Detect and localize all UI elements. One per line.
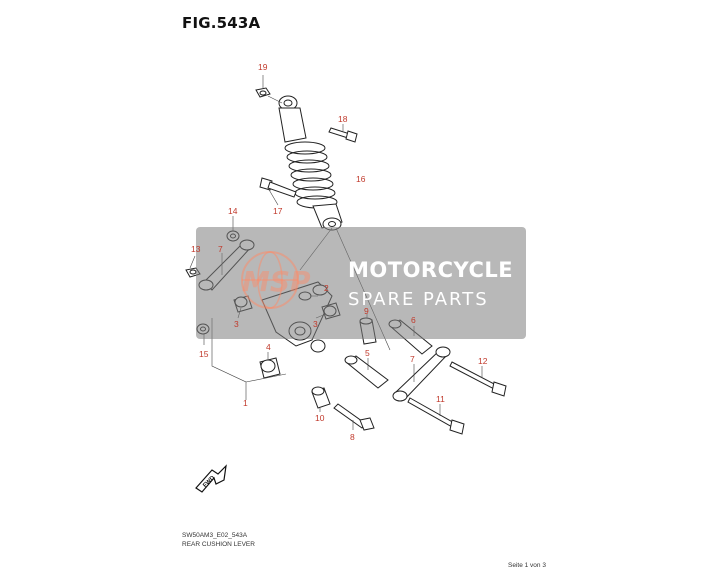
callout-1: 1: [243, 398, 248, 408]
figure-caption: REAR CUSHION LEVER: [182, 541, 255, 548]
callout-5: 5: [365, 348, 370, 358]
page-indicator: Seite 1 von 3: [508, 562, 546, 569]
spacer-10: [311, 386, 331, 409]
spacer-5: [344, 355, 389, 389]
callout-17: 17: [273, 206, 283, 216]
nut-19: [255, 87, 271, 98]
callout-7-left: 7: [218, 244, 223, 254]
bolt-18: [328, 127, 358, 143]
bolt-12: [449, 361, 507, 397]
callout-3-right: 3: [313, 319, 318, 329]
callout-16: 16: [356, 174, 366, 184]
callout-15: 15: [199, 349, 209, 359]
bearing-center: [310, 339, 326, 353]
callout-labels: 19 18 16 17 14 13 7 2 3 3 9 6 15 4 5 7 1…: [191, 62, 488, 442]
watermark-line-1: MOTORCYCLE: [348, 258, 513, 282]
bolt-17: [259, 177, 297, 198]
callout-4: 4: [266, 342, 271, 352]
callout-9: 9: [364, 306, 369, 316]
callout-12: 12: [478, 356, 488, 366]
watermark-logo-text: MSP: [242, 265, 311, 298]
callout-3-left: 3: [234, 319, 239, 329]
connecting-rod-right: [392, 346, 451, 402]
callout-14: 14: [228, 206, 238, 216]
callout-8: 8: [350, 432, 355, 442]
bolt-11: [407, 397, 465, 435]
callout-10: 10: [315, 413, 325, 423]
figure-title: FIG.543A: [182, 14, 261, 32]
callout-11: 11: [436, 394, 445, 404]
watermark: MSP MOTORCYCLE SPARE PARTS: [196, 227, 526, 339]
forward-arrow-icon: FWD: [195, 464, 227, 493]
figure-code: SW50AM3_E02_543A: [182, 532, 248, 539]
callout-19: 19: [258, 62, 268, 72]
bearing-4: [259, 357, 281, 379]
rear-shock-absorber: [278, 95, 343, 231]
watermark-line-2: SPARE PARTS: [348, 289, 489, 310]
callout-7-right: 7: [410, 354, 415, 364]
bolt-8: [333, 403, 375, 431]
callout-13: 13: [191, 244, 201, 254]
callout-6: 6: [411, 315, 416, 325]
callout-18: 18: [338, 114, 348, 124]
callout-2: 2: [324, 283, 329, 293]
